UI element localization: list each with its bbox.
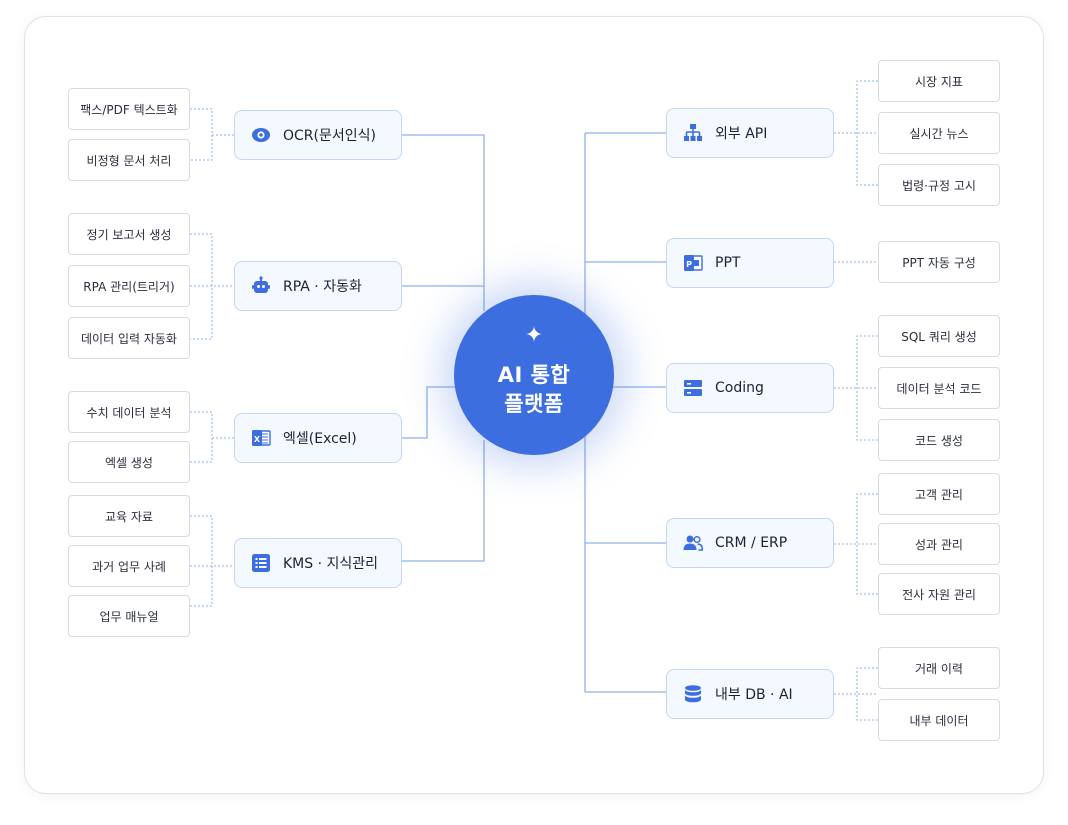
- excel-icon: X: [251, 428, 271, 448]
- node-rpa[interactable]: RPA · 자동화: [234, 261, 402, 311]
- node-excel[interactable]: X 엑셀(Excel): [234, 413, 402, 463]
- node-label: KMS · 지식관리: [283, 556, 379, 572]
- dots-api: [834, 80, 878, 186]
- leaf-excel-generate[interactable]: 엑셀 생성: [68, 441, 190, 483]
- leaf-numeric-analysis[interactable]: 수치 데이터 분석: [68, 391, 190, 433]
- list-icon: [251, 553, 271, 573]
- leaf-work-manual[interactable]: 업무 매뉴얼: [68, 595, 190, 637]
- node-label: 외부 API: [715, 126, 768, 142]
- node-label: OCR(문서인식): [283, 128, 376, 144]
- leaf-realtime-news[interactable]: 실시간 뉴스: [878, 112, 1000, 154]
- leaf-enterprise-resource[interactable]: 전사 자원 관리: [878, 573, 1000, 615]
- leaf-customer-mgmt[interactable]: 고객 관리: [878, 473, 1000, 515]
- node-kms[interactable]: KMS · 지식관리: [234, 538, 402, 588]
- leaf-training-material[interactable]: 교육 자료: [68, 495, 190, 537]
- dots-rpa: [190, 233, 234, 340]
- node-coding[interactable]: Coding: [666, 363, 834, 413]
- server-icon: [683, 378, 703, 398]
- powerpoint-icon: P: [683, 253, 703, 273]
- svg-text:X: X: [254, 435, 261, 444]
- dots-excel: [190, 411, 234, 463]
- hub-title-line2: 플랫폼: [504, 392, 564, 416]
- node-ppt[interactable]: P PPT: [666, 238, 834, 288]
- node-label: Coding: [715, 380, 764, 396]
- dots-coding: [834, 335, 878, 441]
- link-excel: [402, 386, 456, 439]
- users-icon: [683, 533, 703, 553]
- link-kms: [402, 440, 485, 562]
- node-label: PPT: [715, 255, 741, 271]
- dots-crm: [834, 493, 878, 595]
- leaf-data-entry[interactable]: 데이터 입력 자동화: [68, 317, 190, 359]
- node-ocr[interactable]: OCR(문서인식): [234, 110, 402, 160]
- link-ocr: [402, 134, 485, 311]
- leaf-internal-data[interactable]: 내부 데이터: [878, 699, 1000, 741]
- eye-icon: [251, 125, 271, 145]
- leaf-market-index[interactable]: 시장 지표: [878, 60, 1000, 102]
- leaf-performance-mgmt[interactable]: 성과 관리: [878, 523, 1000, 565]
- sparkle-icon: ✦: [524, 323, 544, 348]
- node-external-api[interactable]: 외부 API: [666, 108, 834, 158]
- sitemap-icon: [683, 123, 703, 143]
- leaf-sql-query[interactable]: SQL 쿼리 생성: [878, 315, 1000, 357]
- hub-title-line1: AI 통합: [497, 363, 571, 387]
- hub-circle: ✦ AI 통합 플랫폼: [454, 295, 614, 455]
- node-label: 엑셀(Excel): [283, 431, 357, 447]
- leaf-analysis-code[interactable]: 데이터 분석 코드: [878, 367, 1000, 409]
- leaf-regulation-notice[interactable]: 법령·규정 고시: [878, 164, 1000, 206]
- node-label: 내부 DB · AI: [715, 687, 793, 703]
- leaf-ppt-auto[interactable]: PPT 자동 구성: [878, 241, 1000, 283]
- leaf-code-generate[interactable]: 코드 생성: [878, 419, 1000, 461]
- node-internal-db[interactable]: 내부 DB · AI: [666, 669, 834, 719]
- dots-db: [834, 667, 878, 721]
- leaf-transaction-history[interactable]: 거래 이력: [878, 647, 1000, 689]
- node-label: CRM / ERP: [715, 535, 788, 551]
- leaf-rpa-trigger[interactable]: RPA 관리(트리거): [68, 265, 190, 307]
- node-label: RPA · 자동화: [283, 279, 362, 295]
- robot-icon: [251, 276, 271, 296]
- dots-ocr: [190, 108, 234, 161]
- svg-text:P: P: [686, 260, 692, 269]
- leaf-unstructured-doc[interactable]: 비정형 문서 처리: [68, 139, 190, 181]
- database-icon: [683, 684, 703, 704]
- leaf-periodic-report[interactable]: 정기 보고서 생성: [68, 213, 190, 255]
- leaf-fax-pdf[interactable]: 팩스/PDF 텍스트화: [68, 88, 190, 130]
- node-crm-erp[interactable]: CRM / ERP: [666, 518, 834, 568]
- leaf-past-cases[interactable]: 과거 업무 사례: [68, 545, 190, 587]
- dots-kms: [190, 515, 234, 607]
